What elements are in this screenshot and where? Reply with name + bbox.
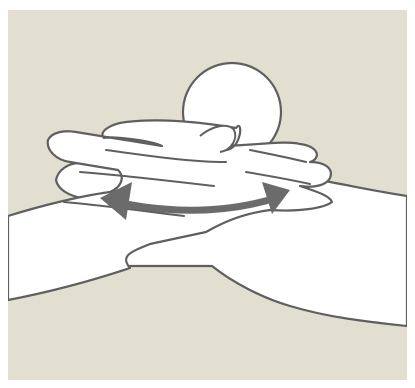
illustration-panel xyxy=(8,10,407,380)
hands-rolling-ball-illustration xyxy=(8,10,407,380)
